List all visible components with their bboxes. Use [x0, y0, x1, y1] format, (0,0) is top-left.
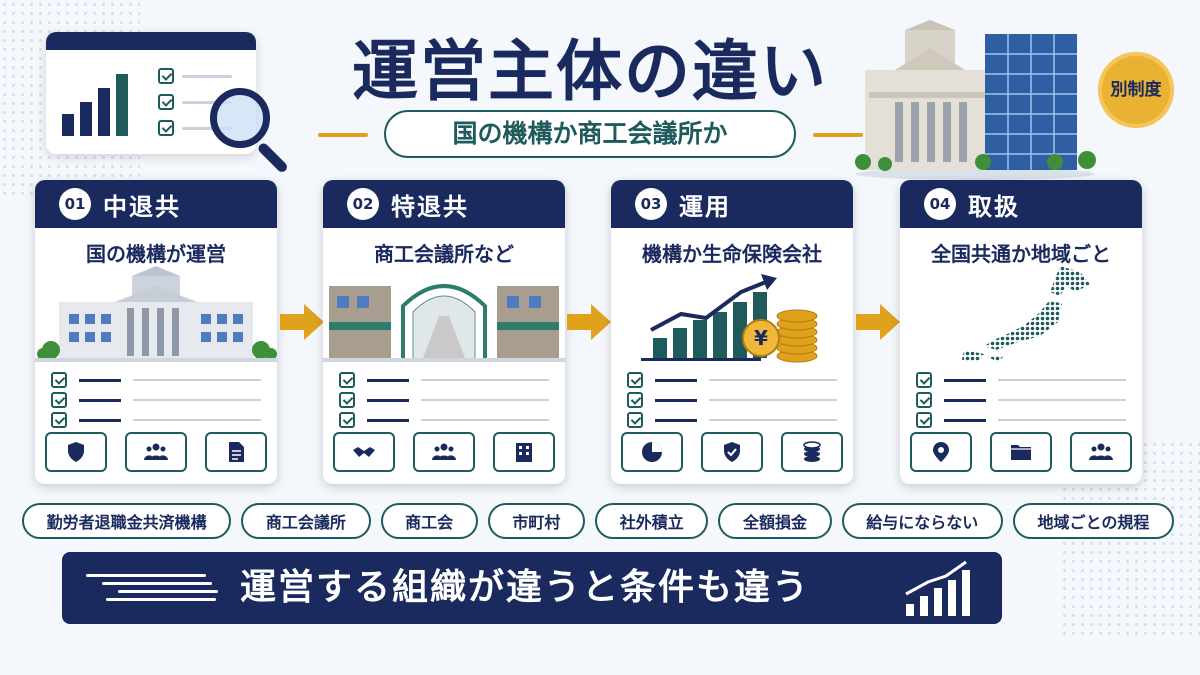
card-chutaikyo: 01 中退共 国の機構が運営: [35, 180, 277, 484]
card-title: 運用: [679, 192, 731, 221]
arrow-right-icon: [856, 304, 900, 340]
document-icon: [205, 432, 267, 472]
tag: 地域ごとの規程: [1012, 503, 1174, 539]
card-title: 中退共: [103, 192, 181, 221]
page-title: 運営主体の違い: [352, 33, 828, 110]
checklist: [51, 370, 261, 430]
people-icon: [1070, 432, 1132, 472]
location-pin-icon: [910, 432, 972, 472]
subtitle-pill: 国の機構か商工会議所か: [384, 110, 796, 158]
separate-system-badge: 別制度: [1098, 52, 1174, 128]
tag: 商工会議所: [241, 503, 371, 539]
magnifier-handle: [256, 141, 289, 174]
building-icon: [493, 432, 555, 472]
card-subtitle: 国の機構が運営: [86, 242, 226, 266]
folder-icon: [990, 432, 1052, 472]
card-number: 03: [635, 188, 667, 220]
pie-chart-icon: [621, 432, 683, 472]
japan-map-illustration: [962, 266, 1090, 362]
shield-icon: [45, 432, 107, 472]
tag: 勤労者退職金共済機構: [22, 503, 232, 539]
tag: 社外積立: [595, 503, 709, 539]
card-number: 01: [59, 188, 91, 220]
card-header: 03 運用: [611, 180, 853, 228]
buildings-illustration: [855, 20, 1096, 180]
svg-text:¥: ¥: [754, 326, 768, 350]
shopping-arcade-illustration: [323, 284, 565, 362]
card-header: 01 中退共: [35, 180, 277, 228]
government-building-illustration: [35, 266, 277, 362]
card-title: 特退共: [391, 192, 469, 221]
arrow-right-icon: [280, 304, 324, 340]
card-header: 02 特退共: [323, 180, 565, 228]
growth-bars-icon: [905, 560, 970, 616]
card-header: 04 取扱: [900, 180, 1142, 228]
arrow-right-icon: [567, 304, 611, 340]
card-subtitle: 全国共通か地域ごと: [931, 242, 1111, 266]
people-icon: [413, 432, 475, 472]
card-title: 取扱: [968, 192, 1020, 221]
tag: 商工会: [380, 503, 478, 539]
card-subtitle: 機構か生命保険会社: [642, 242, 822, 266]
coins-icon: [781, 432, 843, 472]
tag: 全額損金: [718, 503, 832, 539]
shield-check-icon: [701, 432, 763, 472]
checklist: [339, 370, 549, 430]
tag: 給与にならない: [841, 503, 1003, 539]
keyword-tags: 勤労者退職金共済機構 商工会議所 商工会 市町村 社外積立 全額損金 給与になら…: [22, 503, 1174, 539]
card-number: 04: [924, 188, 956, 220]
card-subtitle: 商工会議所など: [374, 242, 514, 266]
tag: 市町村: [487, 503, 586, 539]
conclusion-text: 運営する組織が違うと条件も違う: [240, 567, 811, 608]
card-tokutaikyo: 02 特退共 商工会議所など: [323, 180, 565, 484]
magnifier-icon: [210, 88, 270, 148]
checklist: [916, 370, 1126, 430]
conclusion-banner: 運営する組織が違うと条件も違う: [62, 552, 1002, 624]
card-toriatsukai: 04 取扱 全国共通か地域ごと: [900, 180, 1142, 484]
people-icon: [125, 432, 187, 472]
growth-chart-coins-illustration: ¥: [641, 274, 818, 363]
checklist: [627, 370, 837, 430]
card-number: 02: [347, 188, 379, 220]
handshake-icon: [333, 432, 395, 472]
card-unyou: 03 運用 機構か生命保険会社 ¥: [611, 180, 853, 484]
subtitle-group: 国の機構か商工会議所か: [318, 110, 863, 158]
